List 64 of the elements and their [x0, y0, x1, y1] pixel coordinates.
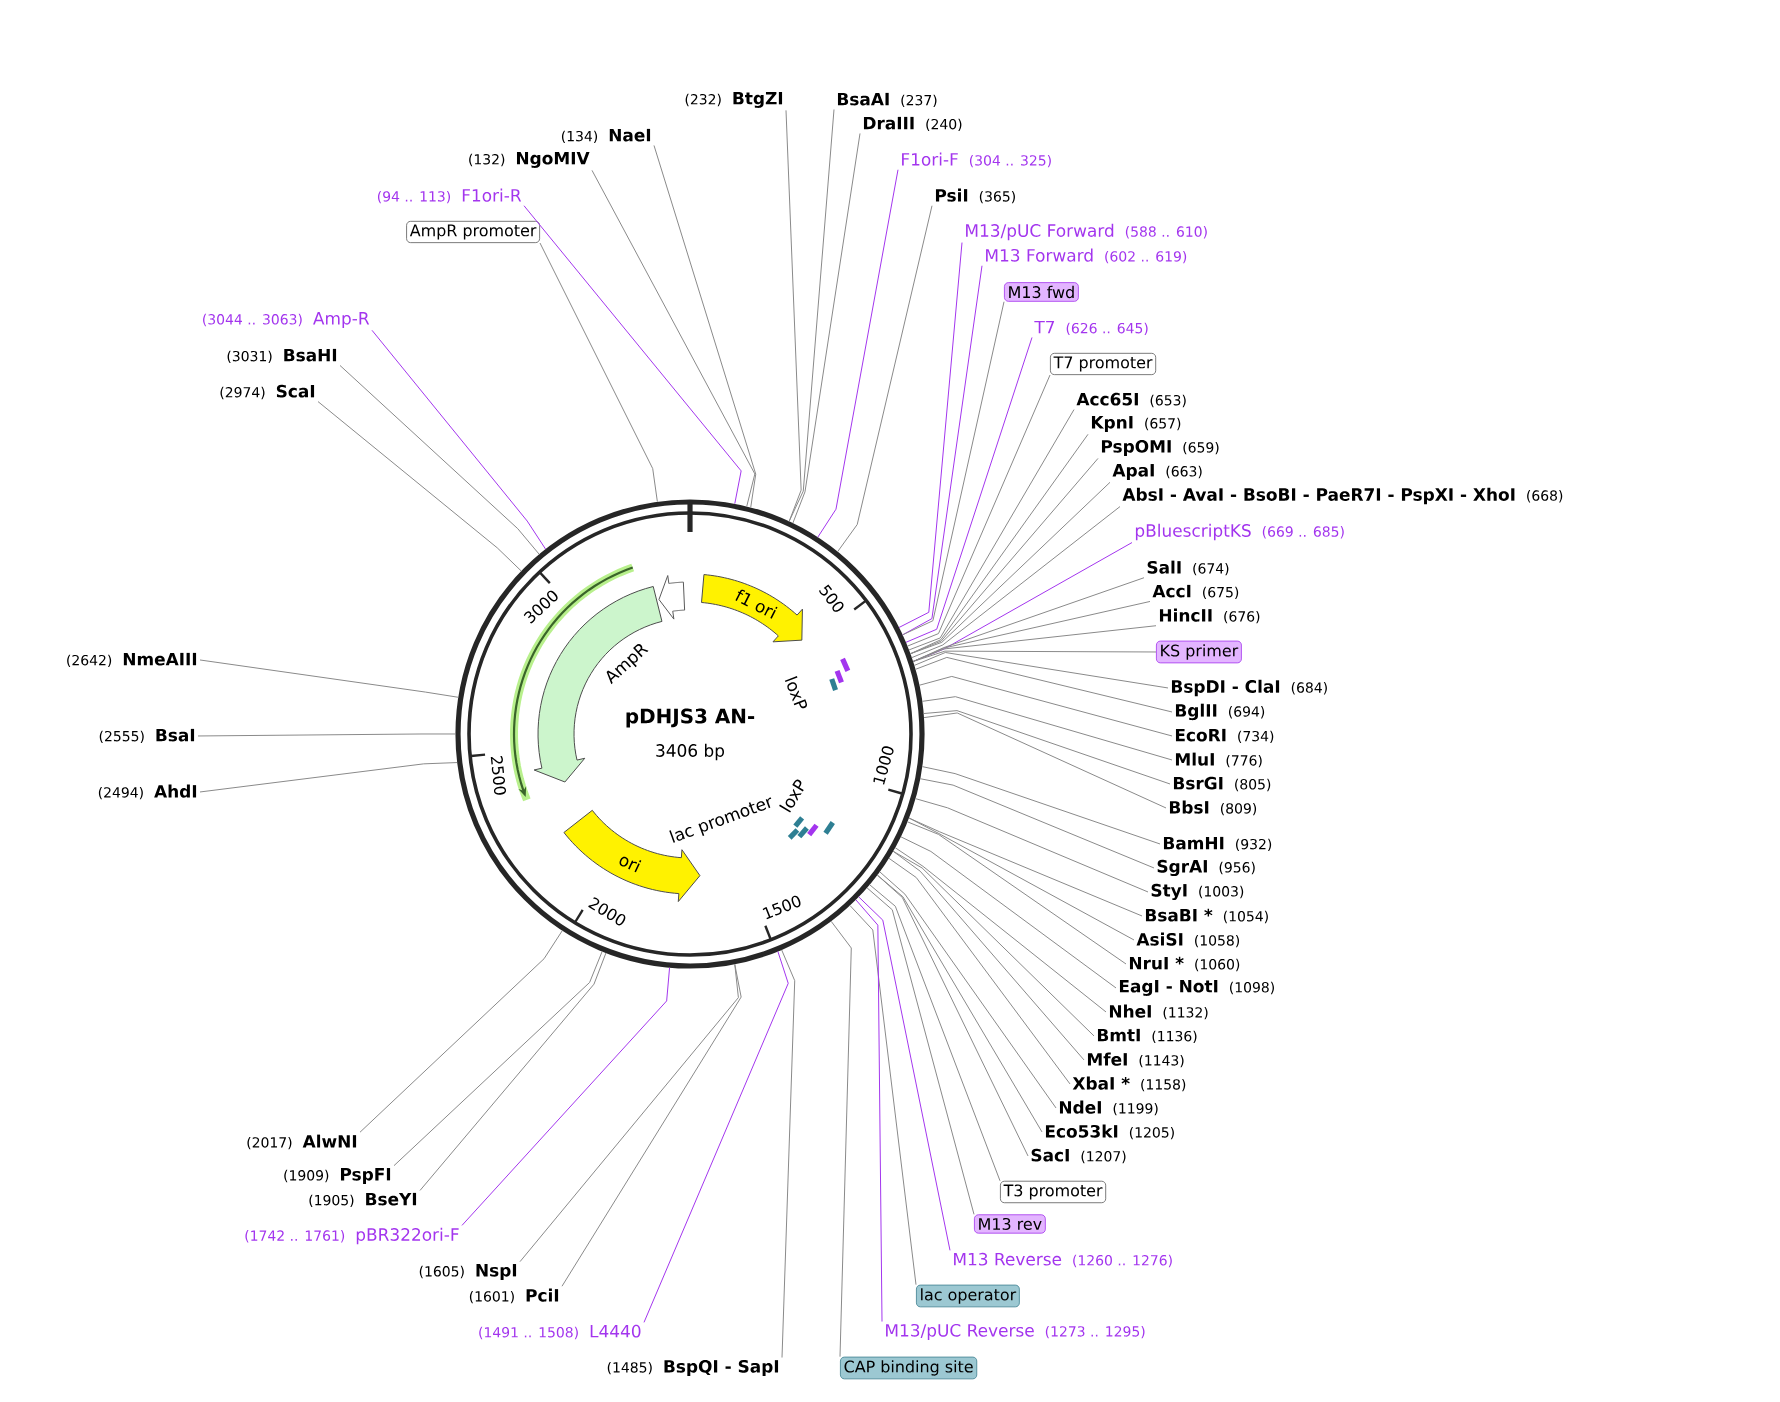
- promoter-band: [658, 575, 686, 620]
- leader-line: [393, 951, 603, 1167]
- leader-line: [892, 850, 1095, 1037]
- leader-line: [892, 850, 1085, 1061]
- leader-line: [909, 457, 1099, 655]
- leader-line: [855, 899, 883, 1323]
- leader-line: [919, 778, 1155, 869]
- leader-line: [830, 920, 852, 1358]
- leader-line: [199, 659, 459, 698]
- leader-line: [912, 625, 1157, 662]
- leader-line: [923, 712, 1167, 809]
- leader-line: [921, 696, 1173, 761]
- leader-line: [908, 817, 1143, 917]
- leader-line: [921, 766, 1161, 845]
- leader-line: [913, 652, 1169, 689]
- leader-line: [785, 109, 802, 522]
- leader-line: [317, 401, 522, 572]
- leader-line: [898, 242, 963, 628]
- leader-line: [909, 481, 1111, 655]
- leader-line: [849, 905, 917, 1286]
- leader-line: [905, 336, 1033, 643]
- leader-line: [197, 733, 456, 737]
- leader-line: [653, 144, 757, 508]
- leader-line: [908, 409, 1075, 651]
- leader-line: [912, 650, 1157, 662]
- leader-line: [539, 242, 658, 503]
- leader-line: [866, 887, 975, 1215]
- leader-line: [792, 132, 861, 524]
- leader-line: [519, 963, 739, 1263]
- leader-line: [339, 364, 540, 555]
- leader-line: [918, 675, 1173, 737]
- leader-line: [199, 762, 458, 793]
- leader-line: [907, 374, 1051, 647]
- leader-line: [817, 169, 899, 538]
- leader-line: [915, 656, 1173, 713]
- feature-band: f1 ori: [701, 574, 803, 643]
- leader-line: [907, 821, 1127, 965]
- leader-line: [876, 874, 1029, 1157]
- leader-line: [837, 205, 933, 553]
- leader-line: [359, 930, 563, 1133]
- leader-line: [923, 710, 1171, 785]
- leader-line: [894, 847, 1107, 1013]
- leader-line: [900, 836, 1117, 989]
- leader-line: [788, 108, 835, 522]
- leader-line: [561, 963, 742, 1287]
- leader-line: [902, 265, 983, 636]
- leader-line: [781, 949, 796, 1359]
- plasmid-ring: [455, 499, 925, 969]
- leader-line: [879, 871, 1057, 1109]
- leader-line: [912, 600, 1151, 662]
- leader-line: [911, 506, 1121, 659]
- leader-line: [371, 329, 547, 550]
- leader-line: [643, 951, 789, 1323]
- leader-line: [888, 857, 1071, 1085]
- leader-line: [523, 205, 742, 505]
- leader-line: [858, 896, 951, 1251]
- leader-line: [461, 967, 671, 1226]
- leader-line: [869, 884, 1001, 1182]
- feature-label: loxP: [784, 676, 808, 709]
- leader-line: [591, 169, 756, 507]
- leader-line: [915, 798, 1149, 893]
- leader-line: [902, 301, 1005, 636]
- leader-line: [419, 952, 607, 1191]
- leader-line: [908, 817, 1135, 941]
